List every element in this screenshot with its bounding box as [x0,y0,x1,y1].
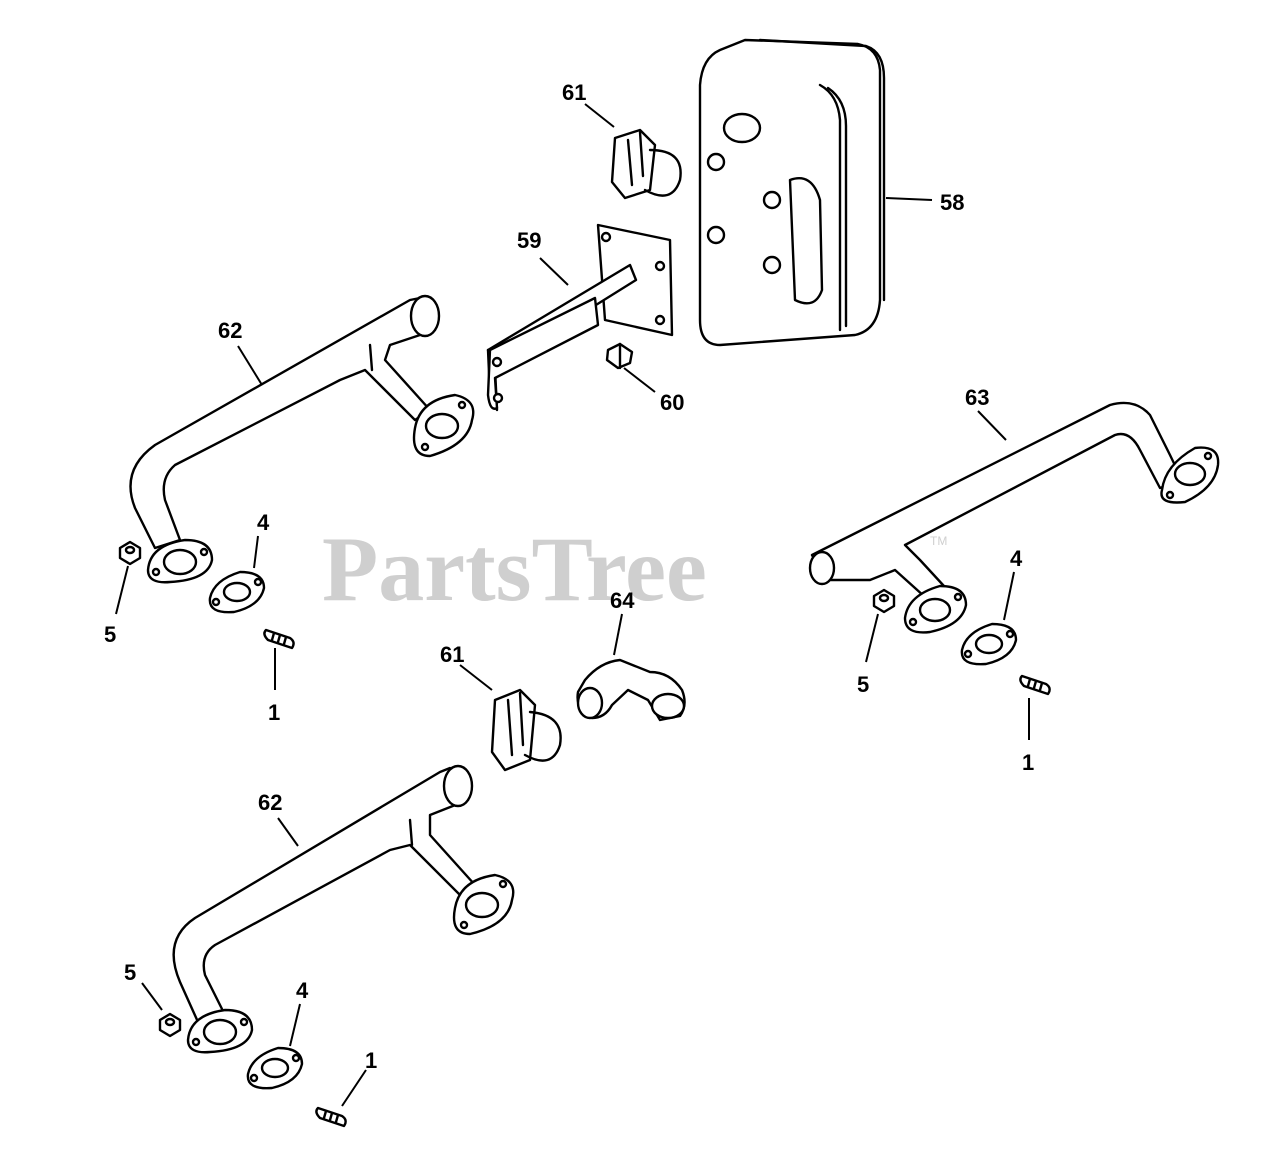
nut-part-5-right[interactable] [872,588,896,614]
watermark-trademark: TM [930,534,947,548]
callout-61-top: 61 [562,80,586,105]
callout-4-left: 4 [257,510,270,535]
bracket-part-59[interactable] [486,223,674,412]
stud-part-1-bottom[interactable] [315,1106,347,1128]
callout-61-middle: 61 [440,642,464,667]
bolt-part-60[interactable] [605,342,634,370]
callout-5-right: 5 [857,672,869,697]
gasket-part-4-right[interactable] [960,622,1018,666]
nut-part-5-bottom[interactable] [158,1012,182,1038]
watermark-text: PartsTree [322,518,707,620]
manifold-part-62-top[interactable] [129,294,475,584]
callout-labels: 58 59 60 61 61 62 62 63 64 4 4 4 5 5 5 1… [104,80,1034,1073]
elbow-part-64[interactable] [576,658,686,722]
callout-62-top: 62 [218,318,242,343]
callout-60: 60 [660,390,684,415]
gasket-part-4-left[interactable] [208,570,266,614]
callout-5-bottom: 5 [124,960,136,985]
callout-1-bottom: 1 [365,1048,377,1073]
manifold-part-62-bottom[interactable] [172,764,515,1054]
callout-62-bottom: 62 [258,790,282,815]
clamp-part-61-top[interactable] [610,128,682,200]
callout-59: 59 [517,228,541,253]
callout-1-left: 1 [268,700,280,725]
nut-part-5-left[interactable] [118,540,142,566]
callout-5-left: 5 [104,622,116,647]
muffler-part-58[interactable] [698,38,886,347]
stud-part-1-left[interactable] [263,628,295,650]
manifold-part-63[interactable] [808,401,1220,634]
callout-58: 58 [940,190,964,215]
callout-64: 64 [610,588,635,613]
leader-lines [115,103,1030,1107]
stud-part-1-right[interactable] [1019,674,1051,696]
callout-63: 63 [965,385,989,410]
callout-4-bottom: 4 [296,978,309,1003]
gasket-part-4-bottom[interactable] [246,1046,304,1090]
clamp-part-61-middle[interactable] [490,688,562,772]
callout-1-right: 1 [1022,750,1034,775]
callout-4-right: 4 [1010,546,1023,571]
